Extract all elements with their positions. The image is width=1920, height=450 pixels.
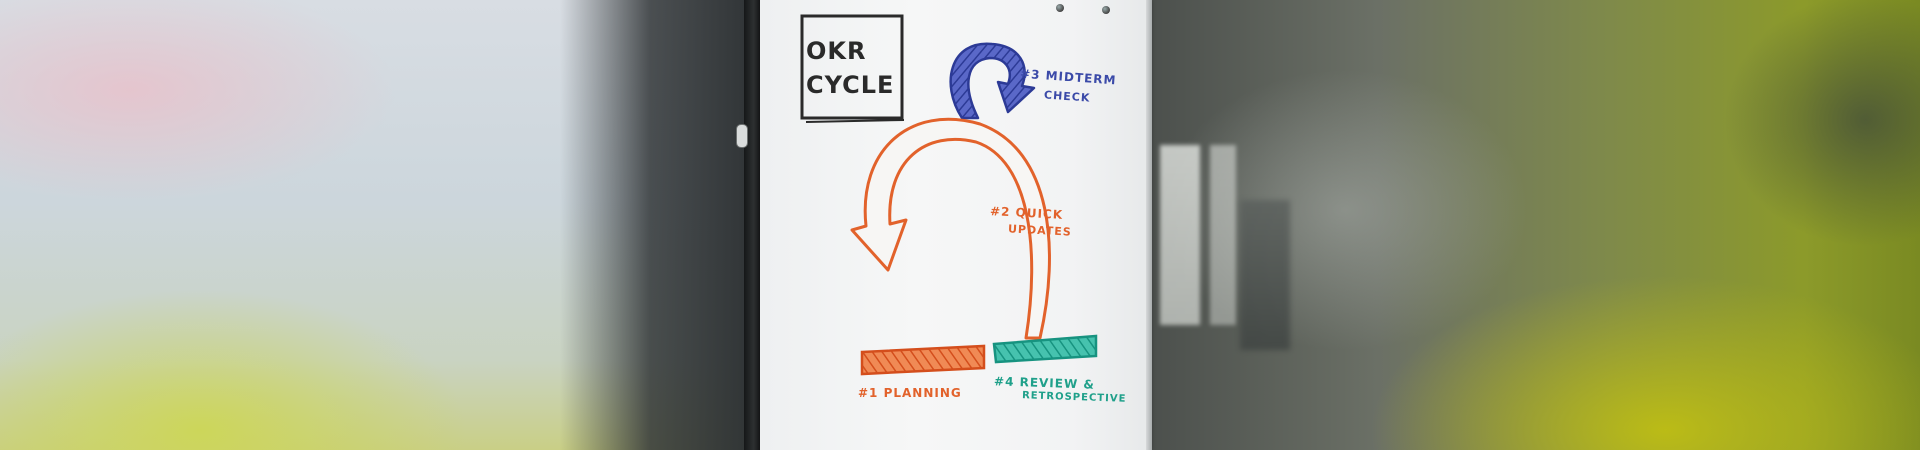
easel-knob xyxy=(736,124,748,148)
background-shelf xyxy=(1240,200,1290,350)
background-window xyxy=(1210,145,1236,325)
step1-label: #1 PLANNING xyxy=(858,386,962,400)
title-cycle: CYCLE xyxy=(806,71,895,99)
title-box-underline xyxy=(805,119,905,123)
background-window xyxy=(1160,145,1200,325)
title-box xyxy=(800,14,904,120)
easel-pole xyxy=(744,0,760,450)
review-bar xyxy=(992,334,1098,364)
midterm-arrow-icon xyxy=(949,42,1036,120)
flipchart-paper-edge xyxy=(1146,0,1152,450)
quick-updates-arrow-icon xyxy=(850,117,1051,340)
planning-bar xyxy=(860,344,986,376)
pin-icon xyxy=(1056,4,1064,12)
dark-room-background xyxy=(560,0,760,450)
pin-icon xyxy=(1102,6,1110,14)
title-okr: OKR xyxy=(806,37,867,65)
